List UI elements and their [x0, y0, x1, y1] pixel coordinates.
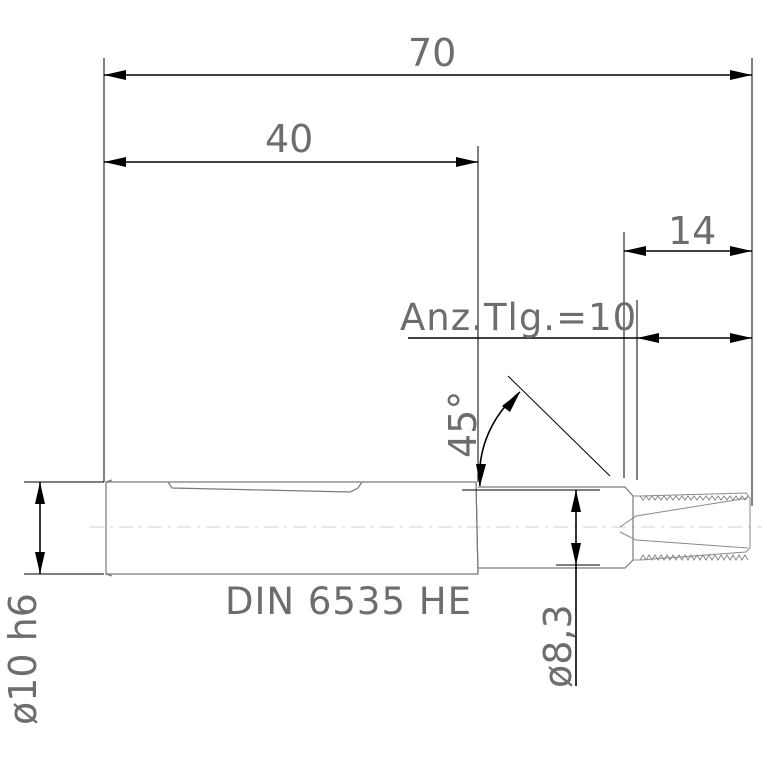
standard-note: DIN 6535 HE	[225, 580, 472, 623]
dim-shank-length-label: 40	[265, 117, 313, 161]
dim-thread-length-label: 14	[668, 209, 716, 253]
dim-shank-diameter-label: ø10 h6	[1, 593, 45, 725]
dim-overall-length	[103, 58, 753, 506]
dim-shank-length	[104, 146, 479, 482]
dim-neck-diameter	[462, 489, 600, 686]
dim-overall-length-label: 70	[408, 31, 456, 75]
dim-neck-diameter-label: ø8,3	[536, 604, 580, 688]
dim-thread-length	[623, 232, 752, 478]
dim-shank-diameter	[24, 481, 104, 575]
dim-chamfer-angle	[476, 375, 611, 487]
teeth-count-leader	[408, 300, 752, 480]
tool-neck	[478, 486, 634, 569]
teeth-count-note: Anz.Tlg.=10	[400, 296, 637, 339]
tool-shank	[105, 479, 479, 577]
dim-chamfer-angle-label: 45°	[441, 391, 485, 458]
thread-cutter	[619, 492, 751, 561]
